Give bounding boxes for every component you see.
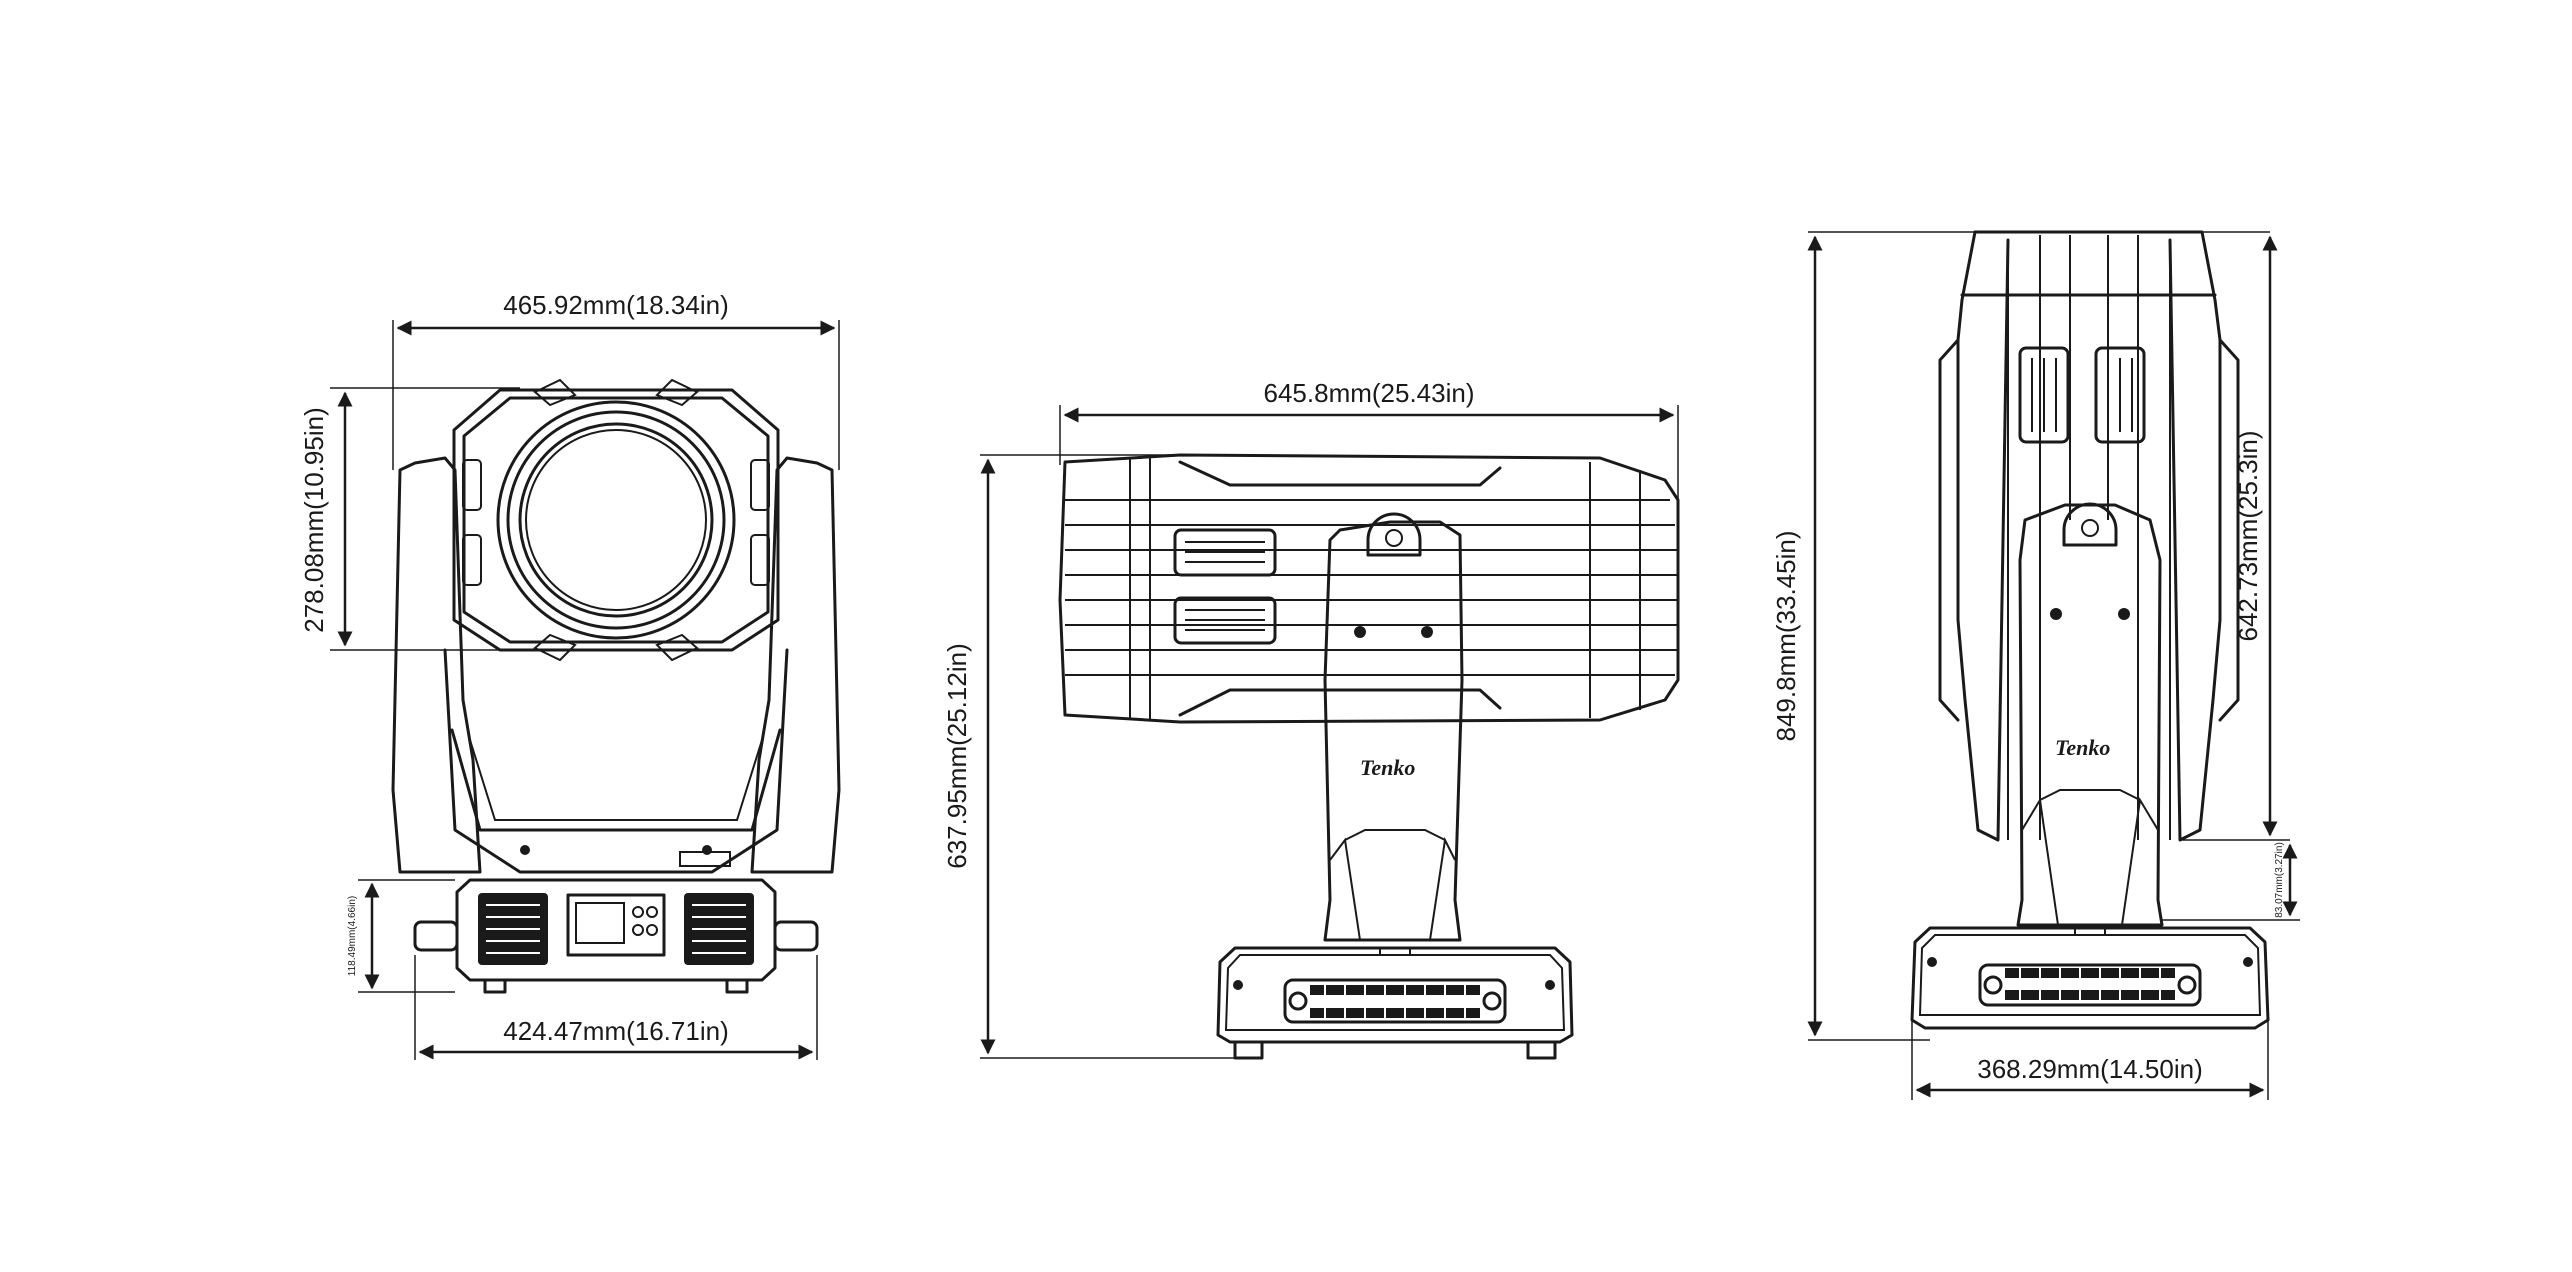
side-length-label: 645.8mm(25.43in) bbox=[1264, 378, 1475, 408]
side-view: Tenko 645.8mm(25.43in) 637.95mm(25.12in) bbox=[942, 378, 1680, 1060]
back-view: Tenko 849.8mm(33.45in) 642.73mm(25.3in) … bbox=[1771, 230, 2300, 1100]
back-base bbox=[1910, 926, 2270, 1030]
back-gap-height-label: 83.07mm(3.27in) bbox=[2274, 842, 2285, 918]
front-base-width-label: 424.47mm(16.71in) bbox=[503, 1016, 728, 1046]
back-head-housing bbox=[1973, 230, 2222, 842]
front-yoke-frame bbox=[443, 648, 789, 874]
back-base-width-label: 368.29mm(14.50in) bbox=[1977, 1054, 2202, 1084]
front-yoke-left-arm bbox=[391, 456, 482, 874]
front-control-button bbox=[632, 924, 644, 936]
back-head-vent bbox=[2018, 346, 2070, 444]
side-head-housing bbox=[1058, 453, 1680, 724]
back-base-handle bbox=[1978, 963, 2202, 1007]
front-control-button bbox=[632, 906, 644, 918]
front-lens-outer-ring bbox=[496, 400, 736, 640]
front-lens bbox=[518, 422, 714, 618]
front-control-button bbox=[646, 924, 658, 936]
side-head-vent bbox=[1173, 528, 1277, 577]
back-tilt-knob bbox=[2062, 502, 2118, 547]
side-brand-logo: Tenko bbox=[1360, 755, 1415, 780]
front-base bbox=[455, 878, 777, 982]
side-base-handle bbox=[1283, 978, 1507, 1024]
front-head-housing bbox=[452, 388, 780, 652]
side-base bbox=[1216, 946, 1574, 1044]
side-yoke-arm bbox=[1323, 520, 1464, 942]
front-base-height-label: 118.49mm(4.66in) bbox=[347, 896, 358, 976]
front-head-height-label: 278.08mm(10.95in) bbox=[299, 407, 329, 632]
back-upper-height-label: 642.73mm(25.3in) bbox=[2233, 431, 2263, 642]
side-height-label: 637.95mm(25.12in) bbox=[942, 643, 972, 868]
front-view: 465.92mm(18.34in) 278.08mm(10.95in) 118.… bbox=[299, 290, 841, 1060]
back-total-height-label: 849.8mm(33.45in) bbox=[1771, 531, 1801, 742]
front-control-button bbox=[646, 906, 658, 918]
front-lcd-display bbox=[575, 902, 625, 944]
back-brand-logo: Tenko bbox=[2055, 735, 2110, 760]
front-control-panel bbox=[566, 893, 666, 957]
front-yoke-right-arm bbox=[750, 456, 841, 874]
front-width-label: 465.92mm(18.34in) bbox=[503, 290, 728, 320]
side-tilt-knob bbox=[1366, 512, 1422, 557]
side-head-vent bbox=[1173, 596, 1277, 645]
back-head-vent bbox=[2094, 346, 2146, 444]
